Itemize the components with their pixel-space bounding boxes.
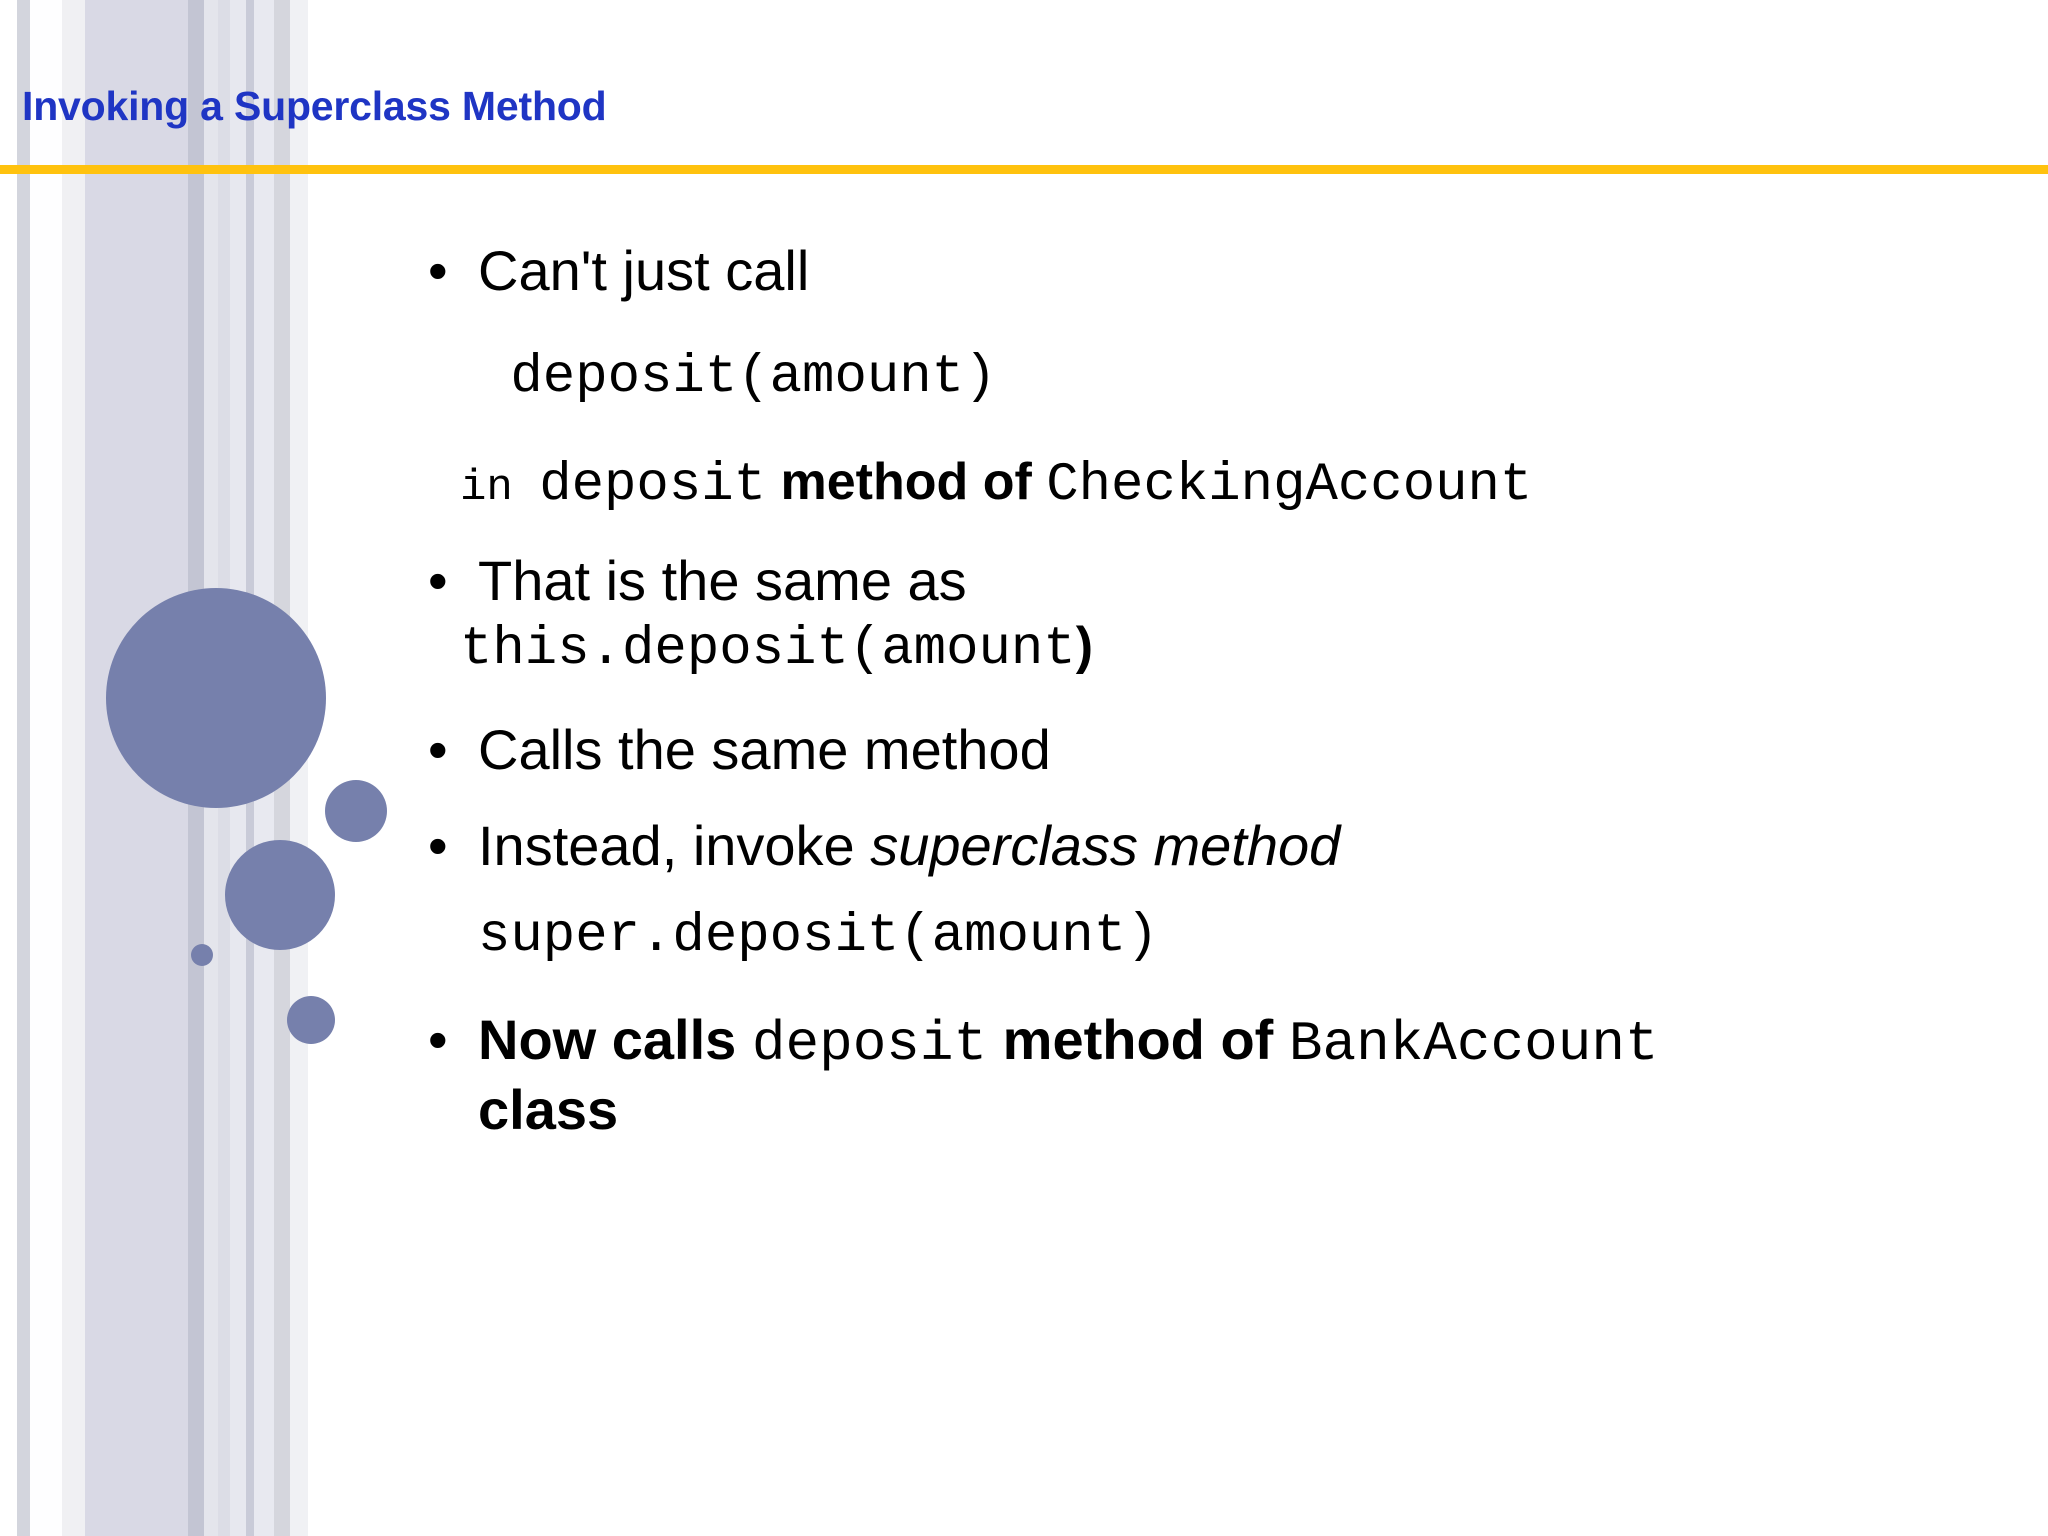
spacer — [420, 783, 2020, 813]
spacer — [420, 410, 2020, 450]
bullet-5-bold-method-of: method of — [987, 1008, 1289, 1072]
bullet-3-text: Calls the same method — [478, 718, 1051, 782]
bullet-dot-icon: • — [428, 814, 448, 878]
bullet-block-2: • That is the same as this.deposit(amoun… — [420, 548, 2020, 682]
bullet-2-code: this.deposit(amount) — [420, 614, 2020, 682]
bullet-block-4: • Instead, invoke superclass method supe… — [420, 813, 2020, 969]
bullet-5-line-2: class — [478, 1078, 619, 1142]
bullet-item-5: • Now calls deposit method of BankAccoun… — [420, 1007, 2020, 1143]
bullet-item-2: • That is the same as — [420, 548, 2020, 614]
detail-mono-in: in — [460, 462, 540, 513]
spacer — [420, 681, 2020, 717]
decorative-stripe — [17, 0, 30, 1536]
bullet-5-mono-bankaccount: BankAccount — [1288, 1012, 1659, 1077]
detail-mono-deposit: deposit — [539, 454, 767, 516]
slide-header: Invoking a Superclass Method — [0, 0, 2048, 174]
bullet-block-3: • Calls the same method — [420, 717, 2020, 783]
bullet-dot-icon: • — [428, 239, 448, 302]
bullet-5-mono-deposit: deposit — [751, 1012, 988, 1077]
code-this-deposit: this.deposit(amount — [460, 618, 1076, 680]
detail-mono-checkingaccount: CheckingAccount — [1046, 454, 1533, 516]
bullet-4-text-plain: Instead, invoke — [478, 814, 871, 878]
bullet-block-1: • Can't just call deposit(amount) in dep… — [420, 238, 2020, 518]
circle-tiny — [191, 944, 213, 966]
circle-small — [325, 780, 387, 842]
bullet-dot-icon: • — [428, 548, 448, 612]
code-close-paren: ) — [1075, 616, 1094, 675]
decorative-stripe — [62, 0, 85, 1536]
circle-large — [106, 588, 326, 808]
slide-body: • Can't just call deposit(amount) in dep… — [420, 238, 2020, 1143]
circle-medium — [225, 840, 335, 950]
bullet-item-4: • Instead, invoke superclass method — [420, 813, 2020, 879]
bullet-1-detail: in deposit method of CheckingAccount — [420, 450, 2020, 518]
bullet-4-text-italic: superclass method — [870, 814, 1341, 878]
spacer — [420, 304, 2020, 346]
title-divider-rule — [0, 165, 2048, 174]
bullet-block-5: • Now calls deposit method of BankAccoun… — [420, 1007, 2020, 1143]
spacer — [420, 518, 2020, 548]
spacer — [420, 969, 2020, 1007]
bullet-2-text: That is the same as — [478, 548, 967, 612]
bullet-item-3: • Calls the same method — [420, 717, 2020, 783]
decorative-stripe — [30, 0, 62, 1536]
bullet-dot-icon: • — [428, 718, 448, 782]
bullet-dot-icon: • — [428, 1008, 448, 1072]
circle-mini — [287, 996, 335, 1044]
code-snippet-super-deposit: super.deposit(amount) — [478, 906, 1159, 968]
spacer — [420, 879, 2020, 905]
page-title: Invoking a Superclass Method — [22, 83, 607, 129]
bullet-5-bold-now-calls: Now calls — [478, 1008, 752, 1072]
bullet-5-line-1: Now calls deposit method of BankAccount — [478, 1008, 1659, 1076]
bullet-item-1: • Can't just call — [420, 238, 2020, 304]
code-snippet-deposit-amount: deposit(amount) — [478, 347, 997, 409]
detail-bold-method-of: method of — [766, 452, 1047, 511]
bullet-1-text: Can't just call — [478, 239, 810, 302]
